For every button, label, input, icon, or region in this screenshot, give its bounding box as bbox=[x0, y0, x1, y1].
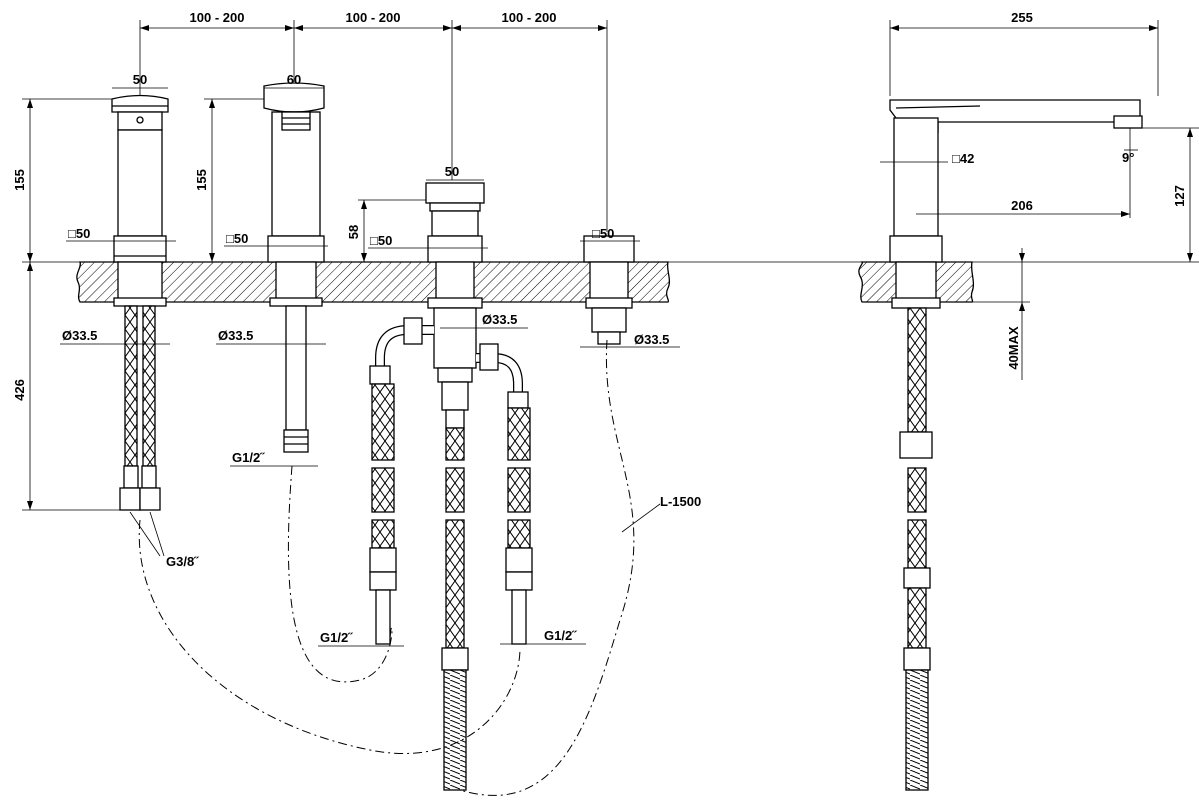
dim-dia-2: Ø33.5 bbox=[218, 328, 253, 343]
dim-dia-1: Ø33.5 bbox=[62, 328, 97, 343]
dim-left-handle-width: 50 bbox=[133, 72, 147, 87]
dim-thread-2: G1/2˝ bbox=[320, 630, 353, 645]
dim-spacing-1: 100 - 200 bbox=[190, 10, 245, 25]
dim-side-angle: 9° bbox=[1122, 150, 1134, 165]
dim-dia-4: Ø33.5 bbox=[634, 332, 669, 347]
dim-square-2: □50 bbox=[226, 231, 248, 246]
dim-side-length: 255 bbox=[1011, 10, 1033, 25]
dim-under-deck: 426 bbox=[12, 379, 27, 401]
diverter bbox=[369, 182, 533, 791]
dim-square-1: □50 bbox=[68, 226, 90, 241]
dim-thread-1: G1/2˝ bbox=[232, 450, 265, 465]
dim-side-reach: 206 bbox=[1011, 198, 1033, 213]
dim-square-4: □50 bbox=[592, 226, 614, 241]
dim-spacing-3: 100 - 200 bbox=[502, 10, 557, 25]
hose-paths bbox=[138, 339, 635, 796]
dim-thread-left: G3/8˝ bbox=[166, 554, 199, 569]
dim-left-height: 155 bbox=[12, 169, 27, 191]
dim-side-height: 127 bbox=[1172, 185, 1187, 207]
dim-right-height: 155 bbox=[194, 169, 209, 191]
front-dimensions: 100 - 200 100 - 200 100 - 200 50 60 50 1… bbox=[12, 10, 701, 647]
side-view bbox=[858, 99, 1143, 791]
dim-square-3: □50 bbox=[370, 233, 392, 248]
side-dimensions: 255 □42 9° 206 127 40MAX bbox=[880, 10, 1199, 380]
dim-side-deck-max: 40MAX bbox=[1006, 326, 1021, 370]
left-valve bbox=[111, 94, 169, 511]
dim-dia-3: Ø33.5 bbox=[482, 312, 517, 327]
handshower-holder bbox=[583, 235, 635, 345]
right-valve bbox=[263, 82, 325, 453]
dim-thread-3: G1/2˝ bbox=[544, 628, 577, 643]
dim-spacing-2: 100 - 200 bbox=[346, 10, 401, 25]
dim-hose-length: L-1500 bbox=[660, 494, 701, 509]
dim-diverter-height: 58 bbox=[346, 225, 361, 239]
dim-right-handle-width: 60 bbox=[287, 72, 301, 87]
dim-diverter-width: 50 bbox=[445, 164, 459, 179]
dim-side-square: □42 bbox=[952, 151, 974, 166]
